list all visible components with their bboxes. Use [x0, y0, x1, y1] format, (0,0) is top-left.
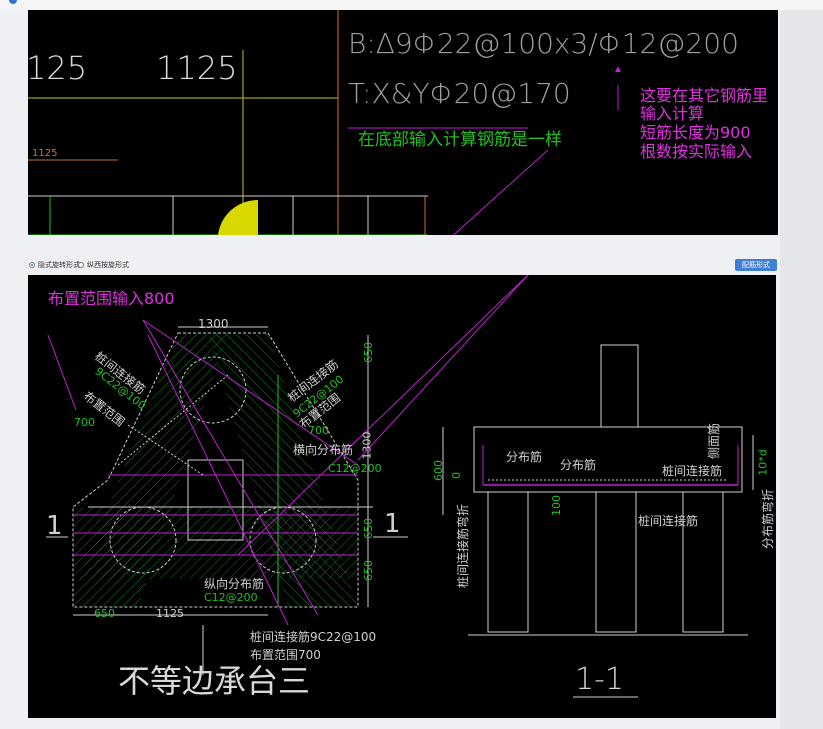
bottom-label-2: 布置范围700	[250, 648, 321, 662]
sec-side: 侧面筋	[707, 422, 722, 460]
radio-vertical-rotation-label: 纵西按旋形式	[87, 261, 129, 269]
rebar-b-label: B:Δ9Φ22@100x3/Φ12@200	[348, 27, 739, 60]
left-label-4: 700	[74, 416, 95, 429]
dim-1125-bottom: 1125	[156, 607, 184, 620]
sec-10d: 10*d	[756, 449, 770, 476]
sec-left-vert: 桩间连接筋弯折	[456, 503, 471, 589]
vert-label: 纵向分布筋	[204, 577, 265, 591]
right-label-4: 700	[308, 424, 329, 437]
range-note: 布置范围输入800	[48, 289, 175, 308]
bottom-label-1: 桩间连接筋9C22@100	[250, 630, 377, 644]
bottom-cad-drawing	[46, 275, 754, 698]
radio-hidden-rotation[interactable]	[29, 262, 35, 268]
dim-650-right-bot: 650	[362, 560, 375, 581]
section-title: 1-1	[575, 662, 624, 697]
dim-1125-b: 1125	[156, 49, 238, 87]
app-indicator-icon	[9, 0, 17, 4]
section-mark-left: 1	[46, 511, 63, 541]
rebar-t-label: T:X&YΦ20@170	[348, 77, 571, 110]
sec-dist1: 分布筋	[506, 450, 543, 464]
sec-600: 600	[432, 460, 445, 481]
dim-1300-top: 1300	[198, 317, 229, 331]
note-magenta-2: 输入计算	[640, 104, 705, 123]
section-mark-right: 1	[384, 509, 401, 539]
sec-right-vert: 分布筋弯折	[761, 488, 776, 550]
plan-title: 不等边承台三	[118, 662, 311, 700]
sec-100: 100	[550, 495, 563, 516]
dim-650-bottom: 650	[94, 607, 115, 620]
sec-0: 0	[450, 472, 463, 479]
option-bar: 隐式旋转形式 纵西按旋形式 配筋形式	[28, 258, 778, 274]
sec-dist2: 分布筋	[560, 458, 597, 472]
rebar-form-button[interactable]: 配筋形式	[735, 259, 777, 271]
horiz-spec: C12@200	[328, 462, 382, 475]
dim-1125-a: 125	[28, 49, 88, 87]
dim-650-right-mid: 650	[362, 518, 375, 539]
note-green: 在底部输入计算钢筋是一样	[358, 130, 562, 150]
horiz-label: 横向分布筋	[293, 443, 354, 457]
sec-conn: 桩间连接筋	[662, 464, 723, 478]
note-magenta-1: 这要在其它钢筋里	[640, 86, 769, 105]
top-cad-image: 125 1125 1125 B:Δ9Φ22@100x3/Φ12@200 T:X&…	[28, 10, 778, 235]
window-top-strip	[0, 0, 823, 10]
bottom-cad-image: 布置范围输入800 1300 650 1300 650 650 650 1125…	[28, 275, 776, 718]
dim-650-right-top: 650	[362, 342, 375, 363]
top-cad-drawing	[28, 10, 621, 235]
right-scroll-rail[interactable]	[780, 10, 823, 729]
note-magenta-4: 根数按实际输入	[640, 142, 753, 161]
note-magenta-3: 短筋长度为900	[640, 123, 751, 142]
sec-conn2: 桩间连接筋	[638, 514, 699, 528]
radio-hidden-rotation-label: 隐式旋转形式	[38, 261, 80, 269]
vert-spec: C12@200	[204, 591, 258, 604]
radio-vertical-rotation[interactable]	[78, 262, 84, 268]
dim-small: 1125	[32, 148, 58, 159]
dim-1300-right: 1300	[360, 431, 374, 460]
